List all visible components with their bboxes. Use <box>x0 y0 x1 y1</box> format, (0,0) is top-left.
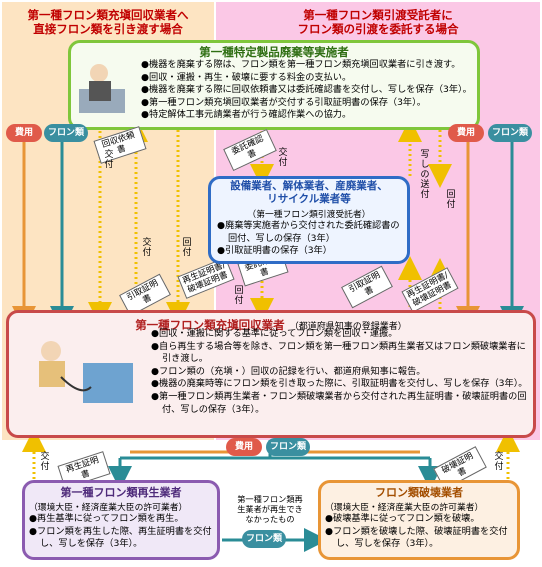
label-issue-3: 交付 <box>278 148 288 168</box>
freon-pill-middle: フロン類 <box>242 530 286 548</box>
collector-item: ●機器の廃棄時等にフロン類を引き取った際に、引取証明書を交付し、写しを保存（3年… <box>151 378 528 390</box>
recycler-item: ●フロン類を再生した際、再生証明書を交付し、写しを保存（3年）。 <box>29 525 212 550</box>
freon-pill-left: フロン類 <box>44 124 88 142</box>
owner-figure <box>77 59 127 115</box>
agent-item: ●引取証明書の保存（3年） <box>217 245 332 257</box>
owner-item: ●機器を廃棄する際は、フロン類を第一種フロン類充塡回収業者に引き渡す。 <box>141 59 461 70</box>
owner-item: ●回収・運搬・再生・破壊に要する料金の支払い。 <box>141 71 352 83</box>
collector-title: 第一種フロン類充塡回収業者 <box>135 318 285 332</box>
label-issue-4: 交付 <box>40 452 50 472</box>
middle-note: 第一種フロン類再 生業者が再生でき なかったもの <box>237 494 303 524</box>
collector-item: ●自ら再生する場合等を除き、フロン類を第一種フロン類再生業者又はフロン類破壊業者… <box>151 340 526 365</box>
recycler-title: 第一種フロン類再生業者 <box>60 486 182 499</box>
destroyer-items: ●破壊基準に従ってフロン類を破壊。●フロン類を破壊した際、破壊証明書を交付し、写… <box>321 513 517 551</box>
collector-heading: 第一種フロン類充塡回収業者 （都道府県知事の登録業者） <box>9 314 533 333</box>
label-issue-1: 交付 <box>104 150 114 170</box>
destroyer-panel: フロン類破壊業者 （環境大臣・経済産業大臣の許可業者） ●破壊基準に従ってフロン… <box>318 480 520 560</box>
destroyer-subtitle: （環境大臣・経済産業大臣の許可業者） <box>325 503 484 513</box>
header-left: 第一種フロン類充塡回収業者へ 直接フロン類を引き渡す場合 <box>27 8 189 36</box>
collector-item: ●フロン類の（充塡・）回収の記録を行い、都道府県知事に報告。 <box>151 365 426 377</box>
owner-item: ●特定解体工事元請業者が行う確認作業への協力。 <box>141 109 352 121</box>
freon-pill-right: フロン類 <box>488 124 532 142</box>
recycler-subtitle: （環境大臣・経済産業大臣の許可業者） <box>29 503 188 513</box>
fee-pill-right: 費用 <box>448 124 484 142</box>
owner-panel: 第一種特定製品廃棄等実施者 ●機器を廃棄する際は、フロン類を第一種フロン類充塡回… <box>68 40 480 130</box>
destroyer-item: ●フロン類を破壊した際、破壊証明書を交付し、写しを保存（3年）。 <box>325 525 508 550</box>
recycler-panel: 第一種フロン類再生業者 （環境大臣・経済産業大臣の許可業者） ●再生基準に従って… <box>22 480 220 560</box>
label-return-2: 回付 <box>234 286 244 306</box>
owner-items: ●機器を廃棄する際は、フロン類を第一種フロン類充塡回収業者に引き渡す。●回収・運… <box>141 59 473 122</box>
recycler-items: ●再生基準に従ってフロン類を再生。●フロン類を再生した際、再生証明書を交付し、写… <box>25 513 217 551</box>
agent-panel: 設備業者、解体業者、産廃業者、 リサイクル業者等 （第一種フロン類引渡受託者） … <box>208 176 410 264</box>
collector-items: ●回収・運搬に関する基準に従ってフロン類を回収・運搬。●自ら再生する場合等を除き… <box>151 328 529 416</box>
collector-item: ●回収・運搬に関する基準に従ってフロン類を回収・運搬。 <box>151 328 398 339</box>
agent-subtitle: （第一種フロン類引渡受託者） <box>247 210 371 220</box>
header-right: 第一種フロン類引渡受託者に フロン類の引渡を委託する場合 <box>297 8 459 36</box>
freon-pill-bottom: フロン類 <box>266 438 310 456</box>
agent-title: 設備業者、解体業者、産廃業者、 リサイクル業者等 <box>230 180 388 205</box>
agent-items: ●廃棄等実施者から交付された委託確認書の回付、写しの保存（3年）●引取証明書の保… <box>211 220 407 258</box>
owner-item: ●第一種フロン類充塡回収業者が交付する引取証明書の保存（3年）。 <box>141 96 426 108</box>
label-issue-5: 交付 <box>494 452 504 472</box>
owner-item: ●機器を廃棄する際に回収依頼書又は委託確認書を交付し、写しを保存（3年）。 <box>141 84 472 96</box>
recycler-item: ●再生基準に従ってフロン類を再生。 <box>29 513 184 524</box>
owner-title: 第一種特定製品廃棄等実施者 <box>199 45 349 59</box>
label-return-1: 回付 <box>182 238 192 258</box>
collector-item: ●第一種フロン類再生業者・フロン類破壊業者から交付された再生証明書・破壊証明書の… <box>151 390 527 415</box>
collector-subtitle: （都道府県知事の登録業者） <box>289 322 407 332</box>
collector-panel: 第一種フロン類充塡回収業者 （都道府県知事の登録業者） ●回収・運搬に関する基準… <box>6 310 536 438</box>
fee-pill-bottom: 費用 <box>226 438 262 456</box>
label-copy-return: 写しの送付 <box>420 150 430 200</box>
label-return-3: 回付 <box>446 190 456 210</box>
destroyer-title: フロン類破壊業者 <box>375 486 463 499</box>
agent-item: ●廃棄等実施者から交付された委託確認書の回付、写しの保存（3年） <box>217 220 400 244</box>
fee-pill-left: 費用 <box>6 124 42 142</box>
destroyer-item: ●破壊基準に従ってフロン類を破壊。 <box>325 513 480 524</box>
label-issue-2: 交付 <box>142 238 152 258</box>
collector-figure <box>21 337 139 409</box>
